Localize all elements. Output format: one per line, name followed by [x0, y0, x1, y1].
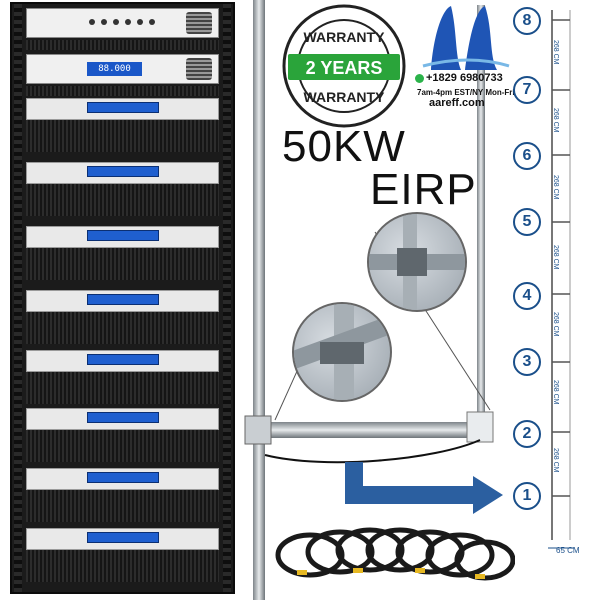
brand-logo-block: +1829 6980733 7am-4pm EST/NY Mon-Fri aar…	[413, 0, 515, 118]
amplifier-unit	[26, 226, 219, 248]
amplifier-grille	[26, 184, 219, 216]
rack-grille	[26, 86, 219, 96]
spacing-label: 268 CM	[552, 448, 559, 473]
control-knob	[125, 19, 131, 25]
amplifier-lcd	[87, 472, 159, 483]
spacing-label: 268 CM	[552, 245, 559, 270]
rack-rail-right	[223, 4, 231, 592]
amplifier-lcd	[87, 354, 159, 365]
control-knob	[137, 19, 143, 25]
bay-number-5: 5	[513, 208, 541, 236]
transmitter-rack: 88.000	[10, 2, 235, 594]
mast-clamp	[244, 415, 272, 445]
amplifier-unit	[26, 350, 219, 372]
dipole-antenna-illustration	[244, 0, 515, 600]
clamp-detail-insert	[367, 212, 467, 312]
amplifier-unit	[26, 408, 219, 430]
eirp-label: EIRP	[370, 165, 477, 214]
coiled-cables	[275, 527, 515, 581]
amplifier-unit	[26, 162, 219, 184]
bay-number-2: 2	[513, 420, 541, 448]
amplifier-grille	[26, 120, 219, 152]
stacked-array-diagram	[548, 10, 574, 549]
feed-cable	[264, 439, 481, 464]
amplifier-lcd	[87, 230, 159, 241]
spacing-label: 268 CM	[552, 380, 559, 405]
amplifier-grille	[26, 372, 219, 404]
control-knob	[89, 19, 95, 25]
amplifier-lcd	[87, 166, 159, 177]
warranty-years: 2 YEARS	[306, 58, 383, 78]
amplifier-grille	[26, 490, 219, 522]
bottom-dimension-label: 65 CM	[556, 546, 580, 555]
amplifier-lcd	[87, 412, 159, 423]
bay-number-6: 6	[513, 142, 541, 170]
amplifier-grille	[26, 550, 219, 582]
spacing-label: 268 CM	[552, 108, 559, 133]
amplifier-unit	[26, 290, 219, 312]
control-knob	[149, 19, 155, 25]
warranty-seal-icon: 2 YEARS WARRANTY WARRANTY	[282, 4, 406, 128]
bay-number-4: 4	[513, 282, 541, 310]
whatsapp-phone-icon	[415, 73, 424, 83]
exciter-unit-display: 88.000	[26, 54, 219, 84]
spacing-label: 268 CM	[552, 40, 559, 65]
dipole-boom	[245, 422, 493, 438]
warranty-top-text: WARRANTY	[304, 29, 386, 45]
rack-rail-left	[14, 4, 22, 592]
dipole-element	[477, 5, 485, 425]
spacing-label: 268 CM	[552, 312, 559, 337]
cable-connectors	[297, 568, 485, 579]
amplifier-grille	[26, 430, 219, 462]
dipole-feed-box	[466, 411, 494, 443]
control-knob	[113, 19, 119, 25]
control-knob	[101, 19, 107, 25]
website-link[interactable]: aareff.com	[429, 97, 485, 109]
amplifier-grille	[26, 248, 219, 280]
power-rating: 50KW	[282, 122, 406, 171]
antenna-mast	[253, 0, 265, 600]
bay-number-3: 3	[513, 348, 541, 376]
amplifier-grille	[26, 312, 219, 344]
amplifier-lcd	[87, 102, 159, 113]
bracket-detail-insert	[292, 302, 392, 402]
business-hours: 7am-4pm EST/NY Mon-Fri	[417, 88, 515, 97]
amplifier-lcd	[87, 532, 159, 543]
rack-grille	[26, 40, 219, 50]
amplifier-lcd	[87, 294, 159, 305]
warranty-bottom-text: WARRANTY	[304, 89, 386, 105]
amplifier-unit	[26, 468, 219, 490]
bay-number-1: 1	[513, 482, 541, 510]
spacing-label: 268 CM	[552, 175, 559, 200]
amplifier-unit	[26, 528, 219, 550]
exciter-unit	[26, 8, 219, 38]
bay-number-8: 8	[513, 7, 541, 35]
aareff-logo-icon	[422, 6, 510, 70]
bay-number-7: 7	[513, 76, 541, 104]
fan-icon	[186, 58, 212, 80]
arrow-right-icon	[345, 462, 503, 514]
frequency-display: 88.000	[87, 62, 142, 76]
phone-number: +1829 6980733	[415, 72, 503, 84]
phone-text: +1829 6980733	[426, 72, 503, 84]
amplifier-unit	[26, 98, 219, 120]
fan-icon	[186, 12, 212, 34]
